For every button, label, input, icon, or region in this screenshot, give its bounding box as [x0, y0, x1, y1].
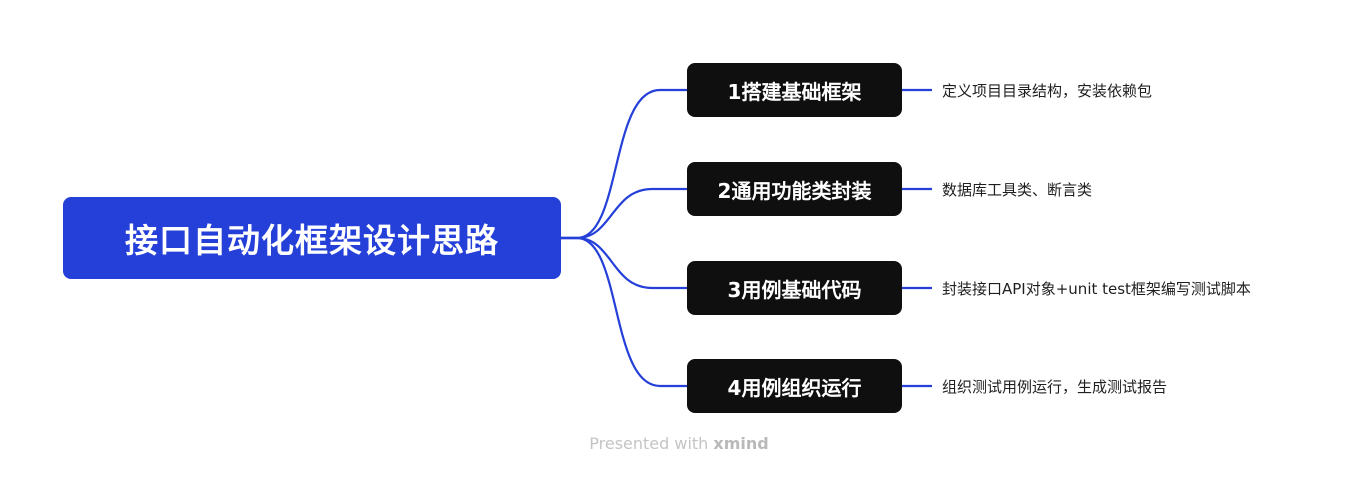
connector-root-branch-3: [561, 236, 687, 290]
connector-root-branch-1: [561, 88, 687, 240]
branch-topic-3[interactable]: 3用例基础代码: [687, 261, 902, 315]
branch-topic-2[interactable]: 2通用功能类封装: [687, 162, 902, 216]
subtopic-label: 组织测试用例运行，生成测试报告: [942, 377, 1168, 396]
subtopic-label: 封装接口API对象+unit test框架编写测试脚本: [942, 279, 1251, 298]
root-topic-label: 接口自动化框架设计思路: [125, 221, 499, 260]
branch-topic-label: 4用例组织运行: [727, 375, 862, 400]
branch-topic-label: 2通用功能类封装: [717, 178, 872, 203]
branch-topic-1[interactable]: 1搭建基础框架: [687, 63, 902, 117]
branch-topic-4[interactable]: 4用例组织运行: [687, 359, 902, 413]
subtopic-label: 定义项目目录结构，安装依赖包: [942, 81, 1153, 100]
connector-root-branch-4: [561, 236, 687, 388]
subtopic-2[interactable]: 数据库工具类、断言类: [942, 177, 1092, 201]
connector-root-branch-2: [561, 187, 687, 240]
branch-topic-label: 3用例基础代码: [727, 277, 862, 302]
footer-prefix: Presented with: [589, 434, 709, 453]
subtopic-4[interactable]: 组织测试用例运行，生成测试报告: [942, 374, 1167, 398]
subtopic-label: 数据库工具类、断言类: [942, 180, 1093, 199]
xmind-brand: xmind: [713, 434, 769, 453]
subtopic-1[interactable]: 定义项目目录结构，安装依赖包: [942, 78, 1152, 102]
root-topic[interactable]: 接口自动化框架设计思路: [63, 197, 561, 279]
subtopic-3[interactable]: 封装接口API对象+unit test框架编写测试脚本: [942, 276, 1251, 300]
branch-topic-label: 1搭建基础框架: [727, 79, 862, 104]
watermark-footer: Presented with xmind: [0, 434, 1358, 453]
